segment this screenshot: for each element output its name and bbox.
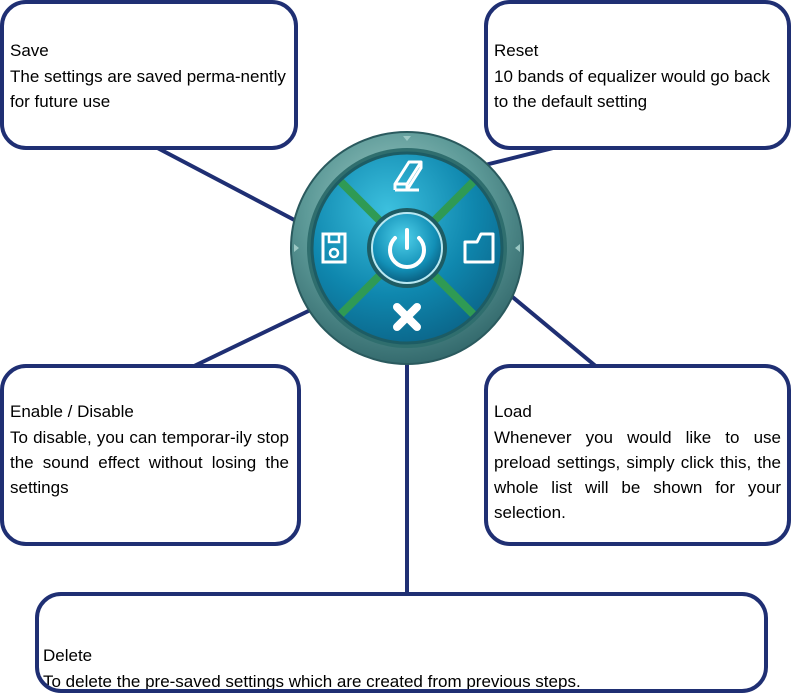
- callout-reset: Reset 10 bands of equalizer would go bac…: [484, 0, 791, 150]
- callout-description: To disable, you can temporar-ily stop th…: [10, 428, 289, 497]
- callout-title: Reset: [494, 41, 539, 60]
- control-dial: [290, 131, 524, 365]
- callout-enable-disable: Enable / Disable To disable, you can tem…: [0, 364, 301, 546]
- callout-title: Load: [494, 402, 532, 421]
- callout-title: Save: [10, 41, 49, 60]
- callout-delete: Delete To delete the pre-saved settings …: [35, 592, 768, 693]
- folder-icon[interactable]: [463, 232, 495, 264]
- close-x-icon[interactable]: [393, 303, 421, 331]
- callout-load: Load Whenever you would like to use prel…: [484, 364, 791, 546]
- callout-title: Enable / Disable: [10, 402, 134, 421]
- power-icon[interactable]: [388, 228, 426, 270]
- callout-description: The settings are saved perma-nently for …: [10, 67, 286, 111]
- callout-title: Delete: [43, 646, 93, 665]
- eraser-icon[interactable]: [393, 160, 423, 192]
- callout-description: 10 bands of equalizer would go back to t…: [494, 67, 770, 111]
- callout-description: To delete the pre-saved settings which a…: [43, 672, 581, 691]
- callout-description: Whenever you would like to use preload s…: [494, 428, 781, 522]
- callout-save: Save The settings are saved perma-nently…: [0, 0, 298, 150]
- floppy-disk-icon[interactable]: [321, 232, 347, 264]
